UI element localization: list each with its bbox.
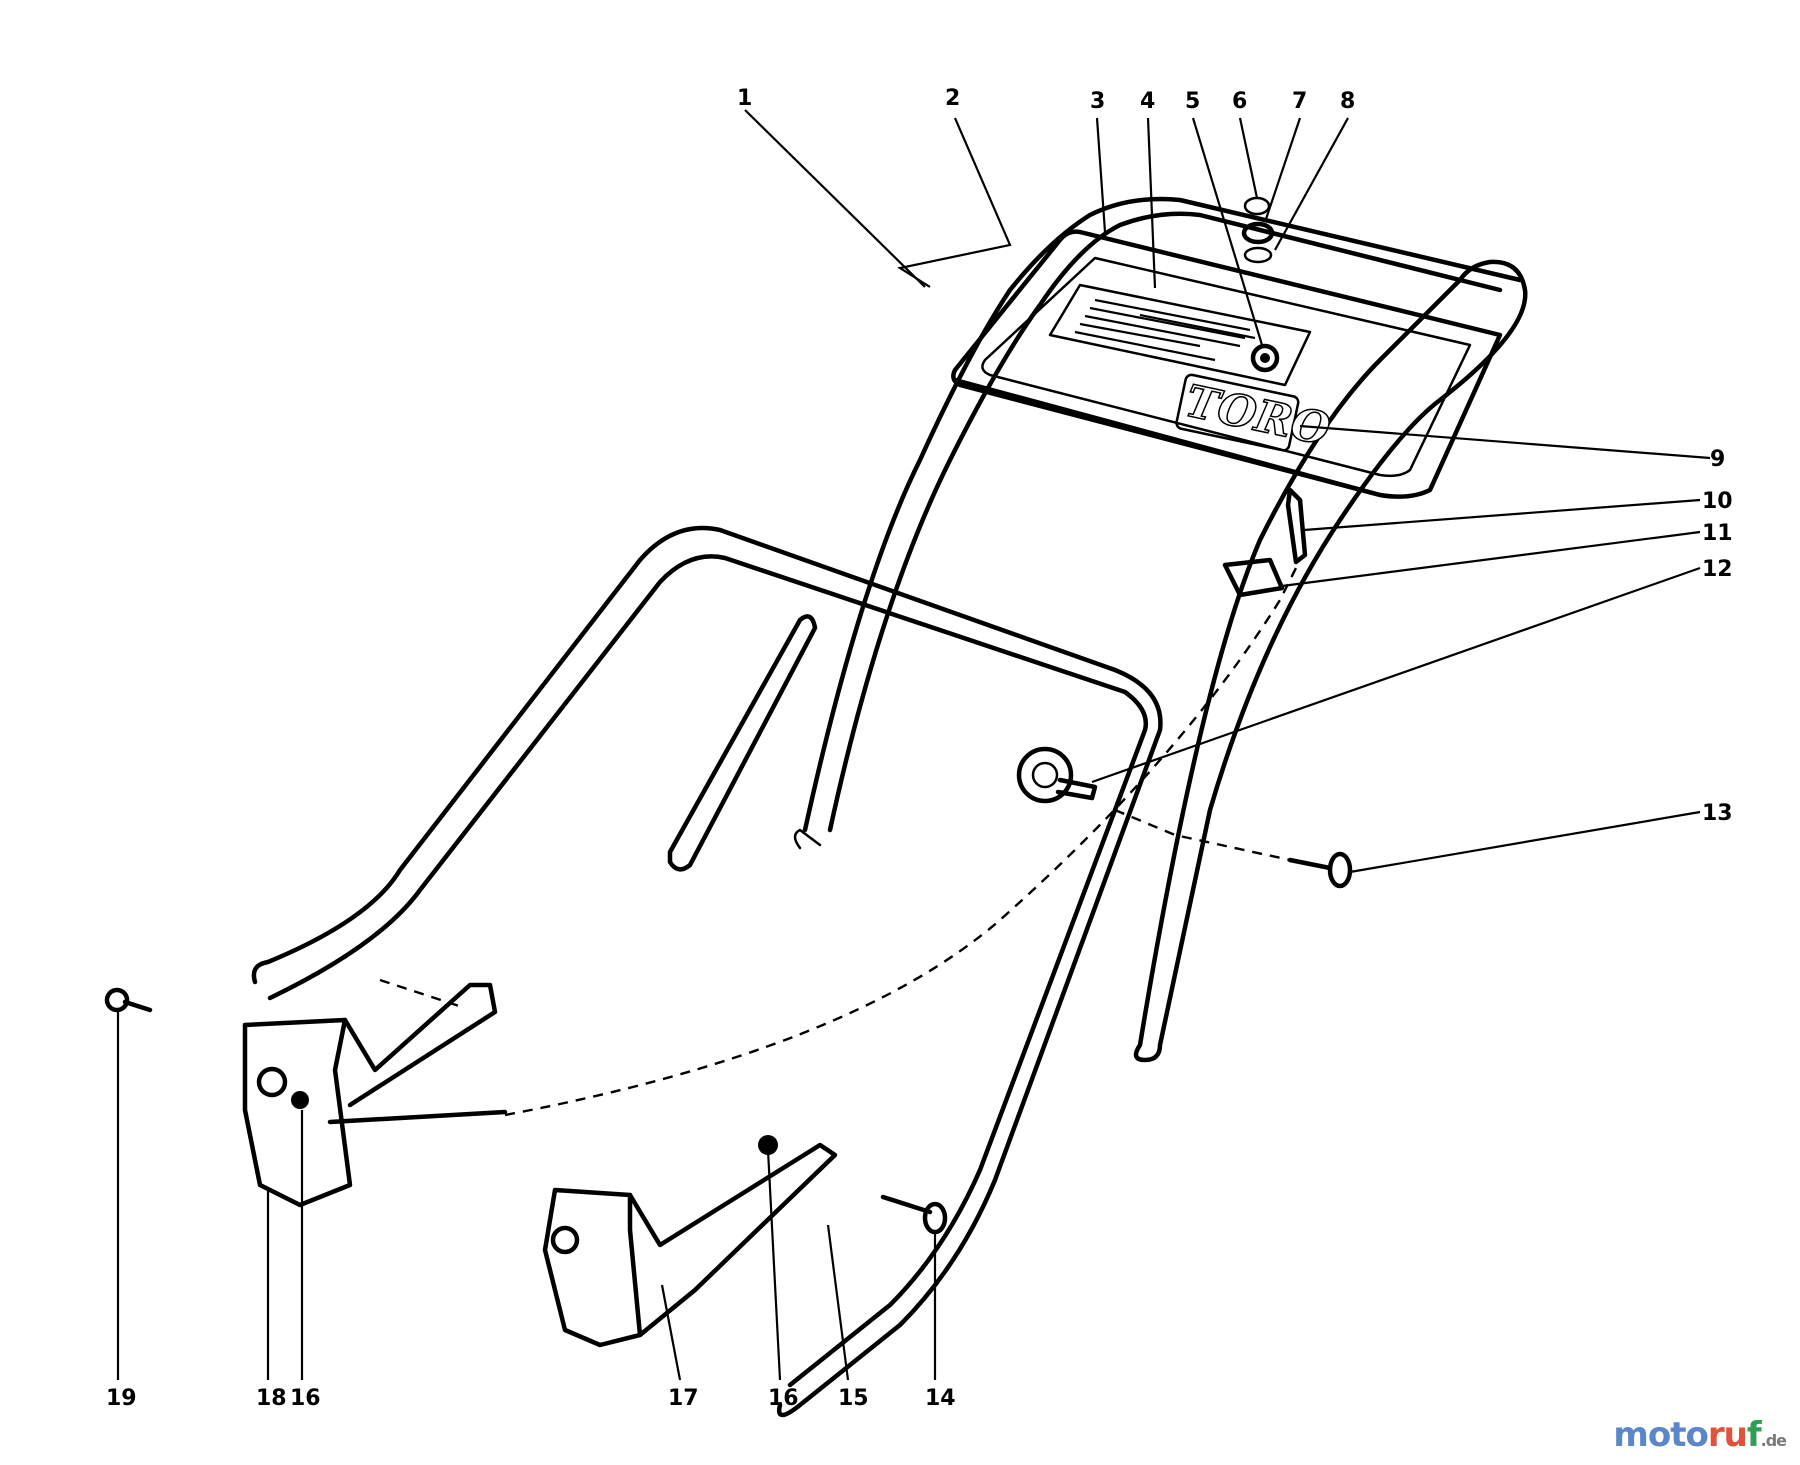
lower-handle bbox=[251, 525, 1163, 1418]
watermark-part-1: moto bbox=[1613, 1415, 1708, 1455]
carriage-bolt-13 bbox=[1287, 851, 1353, 889]
callout-4: 4 bbox=[1140, 89, 1155, 114]
watermark-part-2: ru bbox=[1707, 1415, 1748, 1455]
right-bracket bbox=[542, 1135, 838, 1348]
toro-decal: TORO bbox=[1175, 373, 1335, 457]
control-cable bbox=[504, 559, 1302, 1117]
callout-15: 15 bbox=[838, 1386, 869, 1411]
instruction-decal bbox=[1048, 283, 1312, 387]
callout-16-right: 16 bbox=[768, 1386, 799, 1411]
callout-11: 11 bbox=[1702, 521, 1733, 546]
cable-clip bbox=[1222, 557, 1285, 598]
left-bracket bbox=[242, 982, 508, 1208]
callout-19: 19 bbox=[106, 1386, 137, 1411]
control-panel bbox=[951, 229, 1503, 499]
key bbox=[1243, 196, 1271, 216]
upper-handle bbox=[793, 196, 1528, 1063]
callout-18: 18 bbox=[256, 1386, 287, 1411]
callout-13: 13 bbox=[1702, 801, 1733, 826]
switch-knob bbox=[1250, 343, 1280, 373]
callout-2: 2 bbox=[945, 86, 960, 111]
callout-6: 6 bbox=[1232, 89, 1247, 114]
watermark-part-4: .de bbox=[1760, 1431, 1787, 1450]
bolt-19 bbox=[104, 987, 153, 1013]
callout-8: 8 bbox=[1340, 89, 1355, 114]
handle-knob bbox=[1016, 746, 1098, 804]
watermark-logo: motoruf.de bbox=[1613, 1415, 1787, 1455]
watermark-part-3: f bbox=[1746, 1415, 1762, 1455]
callout-14: 14 bbox=[925, 1386, 956, 1411]
leader-lines bbox=[116, 109, 1711, 1381]
callout-labels: 1 2 3 4 5 6 7 8 9 10 11 12 13 14 15 16 1… bbox=[106, 86, 1733, 1411]
callout-7: 7 bbox=[1292, 89, 1307, 114]
callout-12: 12 bbox=[1702, 557, 1733, 582]
callout-17: 17 bbox=[668, 1386, 699, 1411]
callout-9: 9 bbox=[1710, 447, 1725, 472]
callout-10: 10 bbox=[1702, 489, 1733, 514]
callout-16-left: 16 bbox=[290, 1386, 321, 1411]
callout-3: 3 bbox=[1090, 89, 1105, 114]
carriage-bolt-14 bbox=[880, 1194, 948, 1235]
switch-nut bbox=[1241, 221, 1275, 245]
adjust-bar bbox=[667, 614, 818, 872]
callout-5: 5 bbox=[1185, 89, 1200, 114]
cable-guide bbox=[1285, 487, 1308, 565]
callout-1: 1 bbox=[737, 86, 752, 111]
